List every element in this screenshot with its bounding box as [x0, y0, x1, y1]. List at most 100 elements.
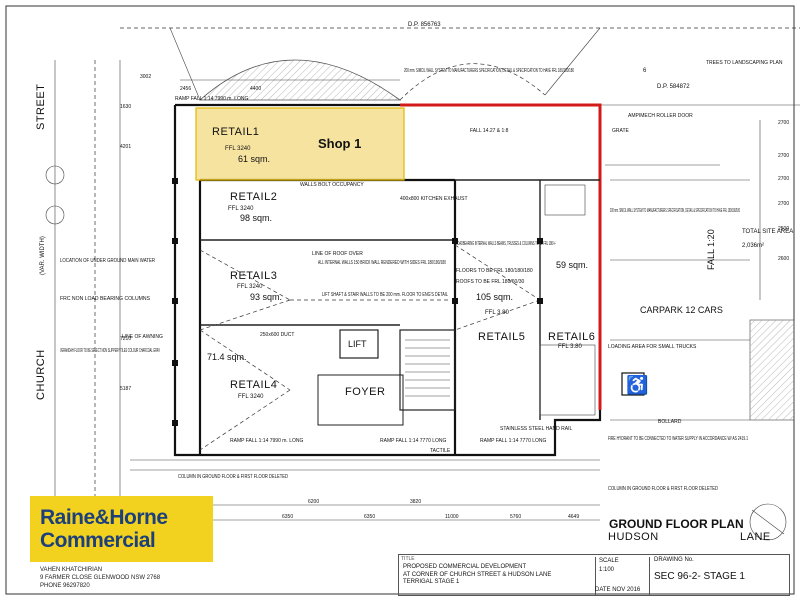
note-ramp-top: RAMP FALL 1:14 7990 m. LONG [175, 96, 248, 102]
note-lift-shaft: LIFT SHAFT & STAIR WALLS TO BE 200 mm. F… [322, 292, 448, 298]
dim-20: 2500 [778, 226, 789, 232]
lot-number-label: 6 [643, 68, 647, 74]
unit-name-retail1: RETAIL1 [212, 126, 259, 138]
section-marker-a [45, 165, 65, 185]
north-arrow-line [751, 509, 785, 535]
note-line-awning: LINE OF AWNING [122, 334, 163, 340]
note-ramp1: RAMP FALL 1:14 7990 m. LONG [230, 438, 303, 444]
retail6-kitchen [539, 344, 596, 416]
unit-ffl-retail6: FFL 3.80 [558, 344, 582, 350]
right-hatched-fill [750, 320, 794, 420]
dim-6: 4649 [568, 514, 579, 520]
dim-21: 2600 [778, 256, 789, 262]
note-exhaust-duct: 250x600 DUCT [260, 332, 294, 338]
dim-18: 2700 [778, 176, 789, 182]
contact-address: 9 FARMER CLOSE GLENWOOD NSW 2768 [40, 575, 161, 581]
contact-block: VAHEN KHATCHIRIAN 9 FARMER CLOSE GLENWOO… [40, 566, 160, 590]
dim-1: 2456 [180, 86, 191, 92]
unit-area-retail6: 59 sqm. [556, 260, 588, 270]
dim-5: 6350 [364, 514, 375, 520]
lift-box [339, 329, 379, 359]
project-line-1: PROPOSED COMMERCIAL DEVELOPMENT [403, 564, 527, 570]
street-width-note: (VAR. WIDTH) [40, 236, 46, 275]
accessible-symbol-glyph: ♿ [626, 374, 648, 395]
scale-value: 1:100 [599, 567, 615, 573]
accessible-parking-icon [621, 372, 645, 396]
note-column-ground: COLUMN IN GROUND FLOOR & FIRST FLOOR DEL… [178, 474, 288, 480]
section-marker-b [45, 205, 65, 225]
unit-area-retail2: 98 sqm. [240, 213, 272, 223]
note-loadbearing: LOADBEARING INTERNAL WALLS BEAMS, TRUSSE… [456, 241, 556, 247]
note-wall-top: 200 mm. SIMCIL WALL SYSTEM TO MANUFACTUR… [404, 68, 574, 74]
kitchen-box-right [544, 184, 586, 216]
note-veranda: VERANDAH FLOOR TO BE SELECT NON SLIPPERY… [60, 348, 160, 354]
note-all-walls: ALL INTERNAL WALLS 150 BRICK WALL RENDER… [318, 260, 446, 266]
dim-13: 5760 [510, 514, 521, 520]
note-wall-right: 200 mm. SIMCIL WALL SYSTEM TO MANUFACTUR… [610, 208, 740, 214]
drawing-number-cell: DRAWING No. SEC 96-2- STAGE 1 [649, 557, 745, 595]
total-site-area-label: TOTAL SITE AREA [742, 229, 793, 235]
lot-diagonal-right [544, 27, 601, 96]
note-fall-top: FALL 14.27 & 1:8 [470, 128, 509, 134]
dim-4: 6350 [282, 514, 293, 520]
note-kitchen-exhaust: 400x800 KITCHEN EXHAUST [400, 196, 468, 202]
fall-label: FALL 1:20 [706, 229, 716, 270]
note-floors: FLOORS TO BE FRL 180/180/180 [456, 268, 533, 274]
note-ampimech: AMPIMECH ROLLER DOOR [628, 113, 693, 119]
dim-0: 3002 [140, 74, 151, 80]
dim-19: 2700 [778, 201, 789, 207]
note-ramp3: RAMP FALL 1:14 7770 LONG [480, 438, 547, 444]
project-line-2: AT CORNER OF CHURCH STREET & HUDSON LANE [403, 571, 552, 578]
unit-area-retail5: 105 sqm. [476, 292, 513, 302]
title-block: TITLE PROPOSED COMMERCIAL DEVELOPMENT AT… [398, 554, 790, 596]
unit-name-retail3: RETAIL3 [230, 270, 277, 282]
ground-floor-plan-title: GROUND FLOOR PLAN [609, 517, 744, 531]
lot-diagonal-left [169, 27, 201, 101]
note-stainless: STAINLESS STEEL HAND RAIL [500, 426, 572, 432]
loading-area-label: LOADING AREA FOR SMALL TRUCKS [608, 344, 697, 350]
note-column-ground2: COLUMN IN GROUND FLOOR & FIRST FLOOR DEL… [608, 486, 718, 492]
unit-ffl-retail3: FFL 3240 [237, 284, 263, 290]
logo-line-1: Raine&Horne [40, 506, 168, 529]
carpark-label: CARPARK 12 CARS [640, 305, 723, 315]
note-frc-column: FRC NON LOAD BEARING COLUMNS [60, 296, 151, 302]
drawing-label: DRAWING No. [654, 557, 694, 563]
street-name-church: CHURCH [35, 349, 47, 400]
unit-ffl-retail5: FFL 3.80 [485, 310, 509, 316]
neighbour-boundary-curve [399, 63, 546, 101]
foyer-label: FOYER [345, 386, 385, 398]
title-label: TITLE [401, 556, 415, 562]
street-name-street: STREET [35, 84, 47, 130]
unit-name-retail6: RETAIL6 [548, 331, 595, 343]
dim-15: 3820 [410, 499, 421, 505]
site-area-value: 2,036m² [742, 243, 764, 249]
stair-box [399, 329, 456, 411]
dim-17: 2700 [778, 153, 789, 159]
dim-14: 6200 [308, 499, 319, 505]
unit-area-retail3: 93 sqm. [250, 292, 282, 302]
fire-wall-boundary [400, 103, 602, 410]
note-underground: LOCATION OF UNDER GROUND MAIN WATER [60, 258, 155, 264]
dim-2: 4400 [250, 86, 261, 92]
unit-ffl-retail4: FFL 3240 [238, 394, 264, 400]
shop1-highlight[interactable] [195, 107, 405, 181]
unit-name-retail2: RETAIL2 [230, 191, 277, 203]
project-description: PROPOSED COMMERCIAL DEVELOPMENT AT CORNE… [403, 564, 551, 587]
raine-horne-logo: Raine&Horne Commercial [30, 496, 213, 562]
unit-ffl-retail1: FFL 3240 [225, 146, 251, 152]
dim-8: 7210 [120, 336, 131, 342]
unit-area-retail1: 61 sqm. [238, 154, 270, 164]
contact-phone: PHONE 96297820 [40, 583, 90, 589]
lift-label: LIFT [348, 339, 367, 349]
shop1-label: Shop 1 [318, 136, 361, 151]
lane-name-lane: LANE [740, 531, 771, 543]
dim-11: 4201 [120, 144, 131, 150]
lane-name-hudson: HUDSON [608, 531, 659, 543]
note-line-roof: LINE OF ROOF OVER [312, 251, 363, 257]
drawing-date: DATE NOV 2016 [595, 587, 641, 593]
dp-right-label: D.P. 584872 [657, 84, 690, 90]
unit-area-retail4: 71.4 sqm. [207, 352, 247, 362]
stair-treads [405, 339, 450, 397]
scale-cell: SCALE 1:100 [595, 557, 619, 595]
note-ramp2: RAMP FALL 1:14 7770 LONG [380, 438, 447, 444]
